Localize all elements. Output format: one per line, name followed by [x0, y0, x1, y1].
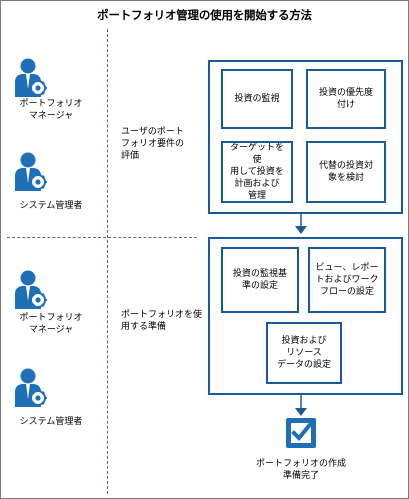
system-admin-icon — [15, 152, 47, 191]
task-plan-manage-targets: ターゲットを使 用して投資を 計画および 管理 — [221, 141, 293, 203]
phase-label-evaluate: ユーザのポート フォリオ要件の 評価 — [121, 127, 185, 161]
role-label-portfolio-manager-1: ポートフォリオ マネージャ — [19, 99, 83, 121]
phase-divider-horizontal — [7, 237, 197, 238]
role-label-system-admin-1: システム管理者 — [19, 201, 83, 211]
role-label-system-admin-2: システム管理者 — [19, 417, 83, 427]
system-admin-icon — [15, 368, 47, 407]
flow-arrow-1 — [295, 212, 307, 234]
task-monitor-investments: 投資の監視 — [221, 69, 293, 129]
flow-arrow-2 — [295, 394, 307, 416]
task-consider-alternatives: 代替の投資対 象を検討 — [306, 141, 386, 203]
task-prioritize-investments: 投資の優先度 付け — [306, 69, 386, 129]
completion-label: ポートフォリオの作成 準備完了 — [255, 459, 346, 481]
portfolio-manager-icon — [15, 58, 47, 97]
task-set-monitoring-criteria: 投資の監視基 準の設定 — [221, 247, 299, 313]
role-divider-vertical — [107, 29, 108, 494]
checkbox-checked-icon — [286, 418, 316, 448]
role-label-portfolio-manager-2: ポートフォリオ マネージャ — [19, 313, 83, 335]
task-set-views-reports-workflow: ビュー、レポー トおよびワーク フローの設定 — [308, 247, 386, 313]
diagram-title: ポートフォリオ管理の使用を開始する方法 — [97, 8, 312, 22]
portfolio-manager-icon — [15, 270, 47, 309]
task-set-investment-resource-data: 投資および リソース データの設定 — [266, 322, 342, 384]
phase-label-prepare: ポートフォリオを使 用する準備 — [121, 310, 203, 332]
